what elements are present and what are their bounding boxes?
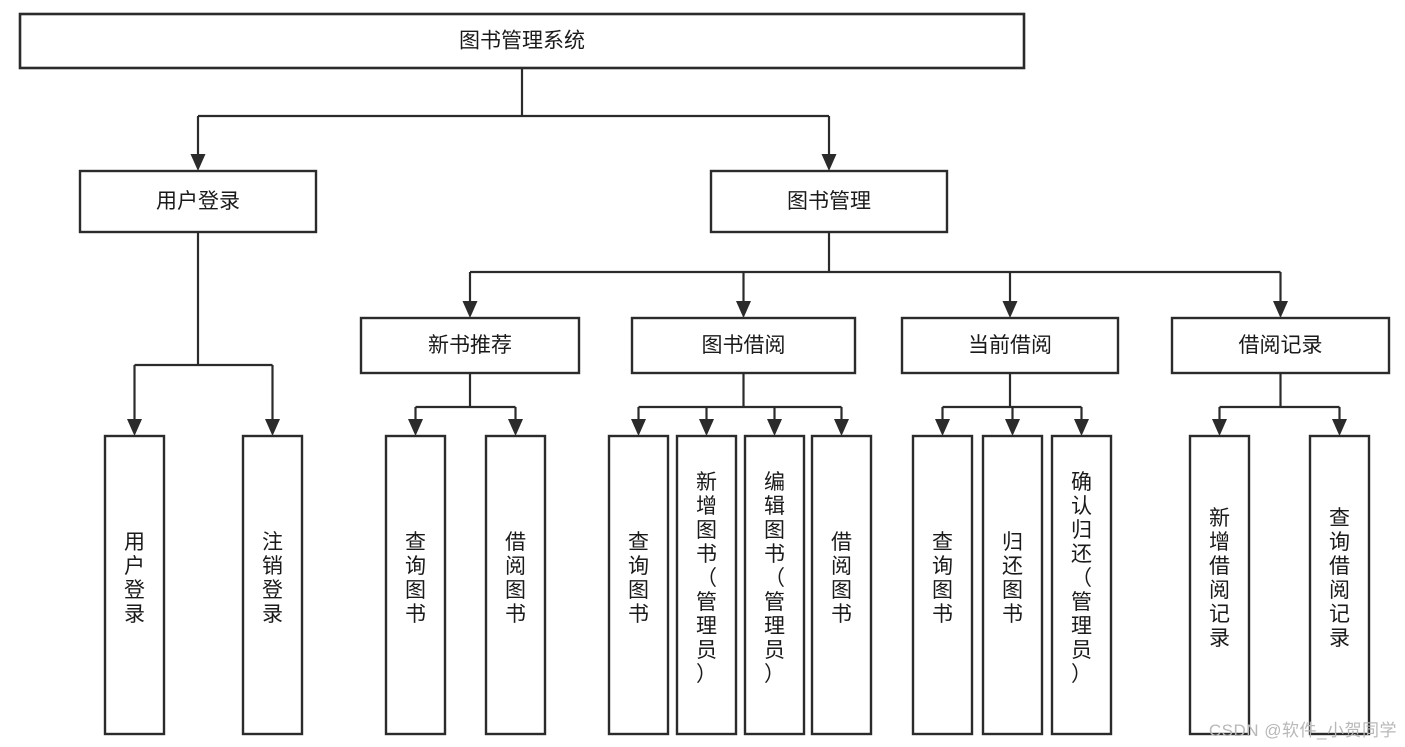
node-l3-新书推荐-label: 新书推荐 — [428, 334, 512, 357]
node-leaf-10-确认归还管理员[interactable]: 确认归还（管理员） — [1050, 434, 1113, 736]
node-leaf-2-查询图书-rect — [384, 434, 447, 736]
node-l2-用户登录[interactable]: 用户登录 — [78, 169, 318, 234]
node-leaf-2-查询图书[interactable]: 查询图书 — [384, 434, 447, 736]
arrow-head-icon — [767, 419, 782, 436]
node-l3-图书借阅-label: 图书借阅 — [702, 334, 786, 357]
node-leaf-2-查询图书-label: 查询图书 — [405, 531, 426, 626]
arrow-head-icon — [834, 419, 849, 436]
arrow-head-icon — [1212, 419, 1227, 436]
node-leaf-6-编辑图书管理员[interactable]: 编辑图书（管理员） — [743, 434, 806, 736]
arrow-head-icon — [821, 154, 837, 171]
boxes-layer: 图书管理系统用户登录图书管理新书推荐图书借阅当前借阅借阅记录用户登录注销登录查询… — [18, 12, 1391, 736]
node-l3-当前借阅-label: 当前借阅 — [968, 334, 1052, 357]
node-leaf-6-编辑图书管理员-rect — [743, 434, 806, 736]
node-leaf-11-新增借阅记录[interactable]: 新增借阅记录 — [1188, 434, 1251, 736]
arrow-head-icon — [265, 419, 280, 436]
node-leaf-5-新增图书管理员[interactable]: 新增图书（管理员） — [675, 434, 738, 736]
node-leaf-5-新增图书管理员-rect — [675, 434, 738, 736]
node-l2-用户登录-label: 用户登录 — [156, 190, 240, 213]
node-leaf-0-用户登录-label: 用户登录 — [124, 531, 145, 626]
csdn-watermark: CSDN @软件_小贺同学 — [1208, 721, 1397, 740]
node-l3-新书推荐[interactable]: 新书推荐 — [359, 316, 581, 375]
node-leaf-8-查询图书-rect — [911, 434, 974, 736]
arrow-head-icon — [935, 419, 950, 436]
node-leaf-1-注销登录[interactable]: 注销登录 — [241, 434, 304, 736]
node-l3-图书借阅-rect — [630, 316, 857, 375]
node-leaf-9-归还图书[interactable]: 归还图书 — [981, 434, 1044, 736]
arrow-head-icon — [1332, 419, 1347, 436]
node-l3-当前借阅-rect — [900, 316, 1120, 375]
node-leaf-10-确认归还管理员-rect — [1050, 434, 1113, 736]
arrow-head-icon — [190, 154, 206, 171]
node-leaf-9-归还图书-label: 归还图书 — [1002, 531, 1023, 626]
node-l3-当前借阅[interactable]: 当前借阅 — [900, 316, 1120, 375]
node-leaf-5-新增图书管理员-label: 新增图书（管理员） — [696, 471, 717, 686]
arrow-head-icon — [127, 419, 142, 436]
node-leaf-7-借阅图书-rect — [810, 434, 873, 736]
arrow-head-icon — [631, 419, 646, 436]
node-root-图书管理系统-label: 图书管理系统 — [459, 30, 585, 53]
arrow-head-icon — [699, 419, 714, 436]
node-l3-借阅记录-label: 借阅记录 — [1239, 334, 1323, 357]
node-leaf-12-查询借阅记录-rect — [1308, 434, 1371, 736]
node-leaf-8-查询图书-label: 查询图书 — [932, 531, 953, 626]
node-leaf-1-注销登录-label: 注销登录 — [262, 531, 283, 626]
node-l3-借阅记录-rect — [1170, 316, 1391, 375]
node-leaf-12-查询借阅记录[interactable]: 查询借阅记录 — [1308, 434, 1371, 736]
node-leaf-3-借阅图书-rect — [484, 434, 547, 736]
node-l3-图书借阅[interactable]: 图书借阅 — [630, 316, 857, 375]
node-leaf-3-借阅图书[interactable]: 借阅图书 — [484, 434, 547, 736]
node-leaf-9-归还图书-rect — [981, 434, 1044, 736]
node-leaf-0-用户登录[interactable]: 用户登录 — [103, 434, 166, 736]
node-l2-图书管理-rect — [709, 169, 949, 234]
node-leaf-8-查询图书[interactable]: 查询图书 — [911, 434, 974, 736]
node-leaf-11-新增借阅记录-rect — [1188, 434, 1251, 736]
node-l2-图书管理[interactable]: 图书管理 — [709, 169, 949, 234]
node-leaf-10-确认归还管理员-label: 确认归还（管理员） — [1071, 471, 1092, 686]
connectors-layer — [127, 68, 1347, 436]
arrow-head-icon — [462, 301, 478, 318]
node-l3-借阅记录[interactable]: 借阅记录 — [1170, 316, 1391, 375]
arrow-head-icon — [1002, 301, 1018, 318]
node-leaf-0-用户登录-rect — [103, 434, 166, 736]
node-leaf-1-注销登录-rect — [241, 434, 304, 736]
node-l2-用户登录-rect — [78, 169, 318, 234]
arrow-head-icon — [1074, 419, 1089, 436]
node-l3-新书推荐-rect — [359, 316, 581, 375]
node-leaf-12-查询借阅记录-label: 查询借阅记录 — [1329, 507, 1350, 650]
arrow-head-icon — [1273, 301, 1288, 318]
arrow-head-icon — [508, 419, 523, 436]
arrow-head-icon — [1005, 419, 1020, 436]
node-root-图书管理系统[interactable]: 图书管理系统 — [18, 12, 1026, 70]
node-leaf-4-查询图书[interactable]: 查询图书 — [607, 434, 670, 736]
node-leaf-7-借阅图书[interactable]: 借阅图书 — [810, 434, 873, 736]
node-leaf-7-借阅图书-label: 借阅图书 — [831, 531, 852, 626]
node-leaf-3-借阅图书-label: 借阅图书 — [505, 531, 526, 626]
node-leaf-4-查询图书-rect — [607, 434, 670, 736]
arrow-head-icon — [736, 301, 751, 318]
node-l2-图书管理-label: 图书管理 — [787, 190, 871, 213]
node-leaf-11-新增借阅记录-label: 新增借阅记录 — [1209, 507, 1230, 650]
arrow-head-icon — [408, 419, 423, 436]
node-leaf-4-查询图书-label: 查询图书 — [628, 531, 649, 626]
node-leaf-6-编辑图书管理员-label: 编辑图书（管理员） — [764, 471, 785, 686]
node-root-图书管理系统-rect — [18, 12, 1026, 70]
